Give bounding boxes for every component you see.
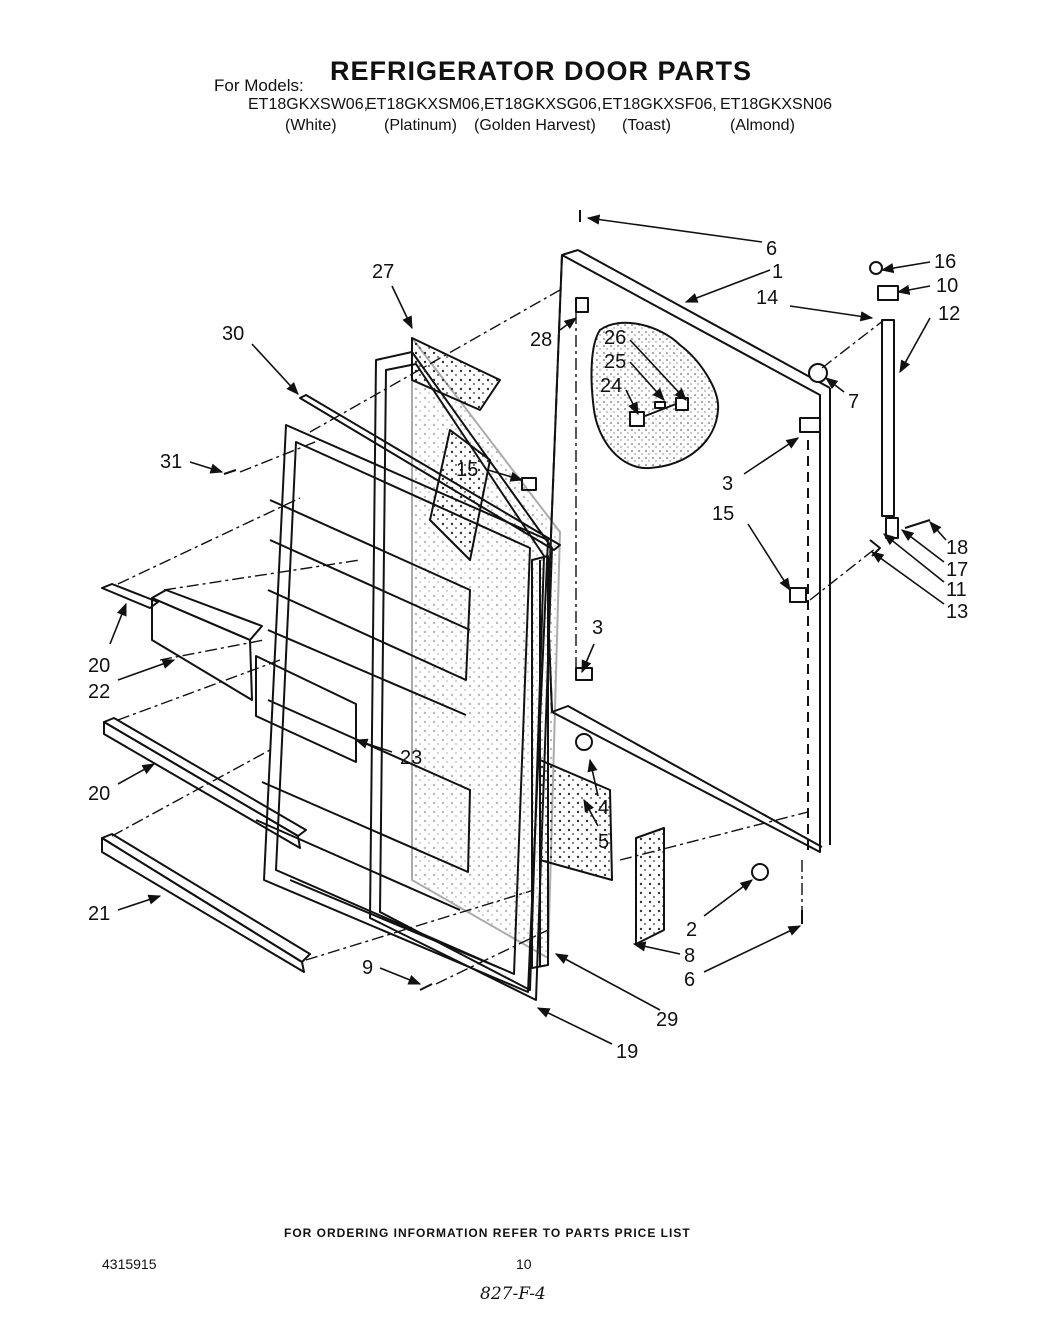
callout-23: 23 [400,747,422,769]
callout-25: 25 [604,351,626,373]
breaker-strip [531,555,549,969]
model-finish: (Almond) [730,117,795,134]
callout-8: 8 [684,945,695,967]
callout-6: 6 [684,969,695,991]
callout-20: 20 [88,783,110,805]
callout-14: 14 [756,287,778,309]
callout-12: 12 [938,303,960,325]
top-door-bar [299,394,561,551]
callout-29: 29 [656,1009,678,1031]
callout-7: 7 [848,391,859,413]
page-number: 10 [516,1256,532,1272]
leader-arrows [109,214,947,1045]
callout-6: 6 [766,238,777,260]
callout-10: 10 [936,275,958,297]
page-title: REFRIGERATOR DOOR PARTS [330,56,753,86]
shelf-22 [151,589,263,701]
shelf-23 [255,655,357,763]
callout-26: 26 [604,327,626,349]
model-finish: (Golden Harvest) [474,117,596,134]
model-number: ET18GKXSW06, [248,96,369,113]
assembly-guide-lines [111,289,885,985]
callout-5: 5 [598,831,609,853]
callout-9: 9 [362,957,373,979]
callout-22: 22 [88,681,110,703]
callout-1: 1 [772,261,783,283]
document-number: 4315915 [102,1256,157,1272]
callout-21: 21 [88,903,110,925]
callout-30: 30 [222,323,244,345]
model-finish: (Toast) [622,117,671,134]
hinge-pin-assembly [223,210,931,991]
shelf-front-21 [101,833,311,973]
callout-3: 3 [592,617,603,639]
callout-27: 27 [372,261,394,283]
model-number: ET18GKXSG06, [484,96,602,113]
callout-18: 18 [946,537,968,559]
model-finish: (White) [285,117,337,134]
callout-15: 15 [456,459,478,481]
callout-16: 16 [934,251,956,273]
model-number: ET18GKXSF06, [602,96,717,113]
callout-31: 31 [160,451,182,473]
callout-11: 11 [946,579,967,601]
model-number: ET18GKXSN06 [720,96,833,113]
callout-4: 4 [598,797,609,819]
callout-17: 17 [946,559,968,581]
callout-labels: 6 1 16 10 12 14 7 27 28 26 25 24 30 31 1… [88,238,968,1063]
ordering-note: FOR ORDERING INFORMATION REFER TO PARTS … [284,1226,691,1240]
callout-24: 24 [600,375,622,397]
for-models-label: For Models: [214,76,304,95]
shelf-front-20-upper [101,583,159,609]
callout-28: 28 [530,329,552,351]
callout-2: 2 [686,919,697,941]
callout-20: 20 [88,655,110,677]
callout-3: 3 [722,473,733,495]
callout-19: 19 [616,1041,638,1063]
callout-15: 15 [712,503,734,525]
model-finish: (Platinum) [384,117,457,134]
model-number: ET18GKXSM06, [366,96,485,113]
door-bottom-cap [635,827,665,945]
shelf-front-20-lower [103,717,307,849]
handwritten-note: 827-F-4 [480,1284,546,1304]
callout-13: 13 [946,601,968,623]
